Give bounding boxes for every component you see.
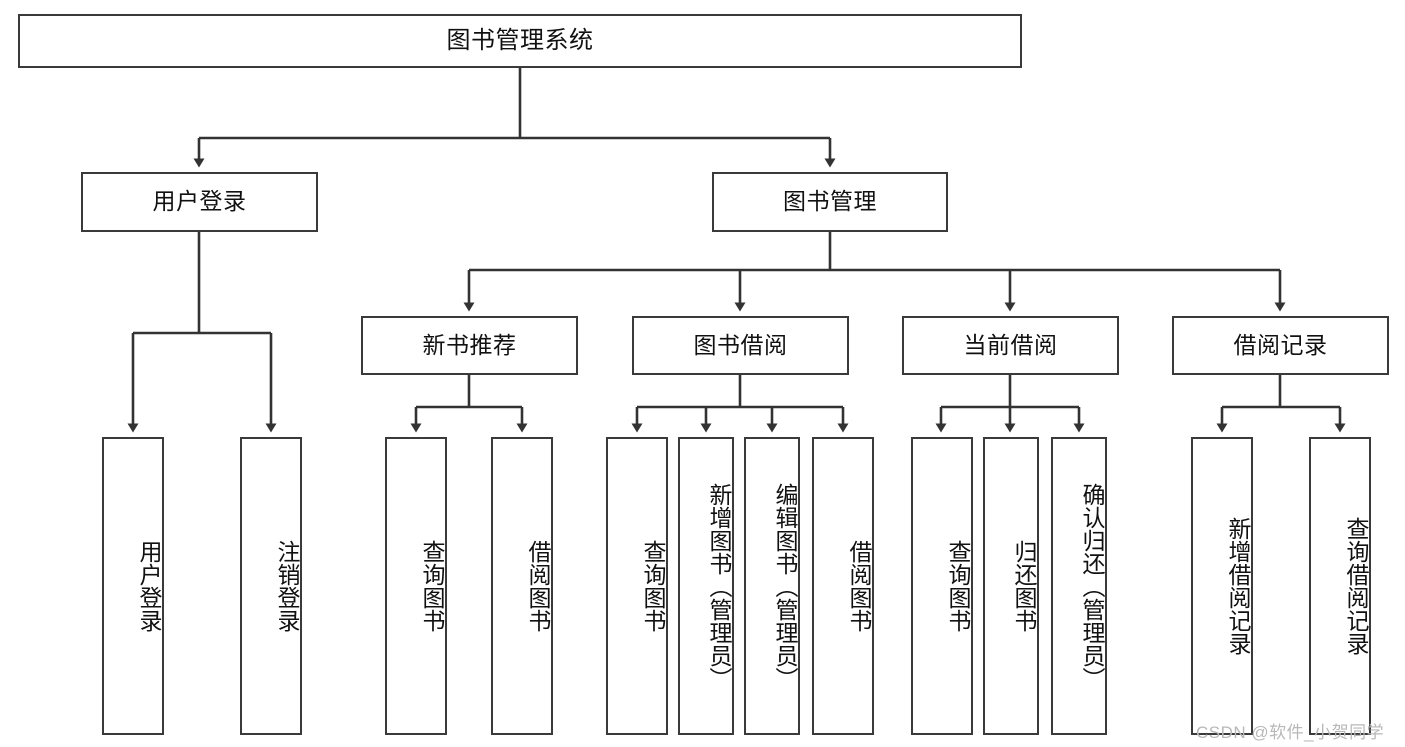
leaf-current-borrow-query[interactable]: 查询图书 xyxy=(911,437,973,735)
node-user-login[interactable]: 用户登录 xyxy=(81,172,318,232)
node-label: 借阅图书 xyxy=(846,540,872,632)
node-label: 图书管理系统 xyxy=(446,26,594,54)
node-label: 当前借阅 xyxy=(963,331,1058,358)
node-label: 新增借阅记录 xyxy=(1225,517,1251,655)
leaf-new-book-borrow[interactable]: 借阅图书 xyxy=(491,437,553,735)
node-label: 新增图书（管理员） xyxy=(706,482,732,690)
node-root-system[interactable]: 图书管理系统 xyxy=(18,14,1022,68)
leaf-current-borrow-confirm[interactable]: 确认归还（管理员） xyxy=(1051,437,1107,735)
node-label: 归还图书 xyxy=(1011,540,1037,632)
node-book-borrow[interactable]: 图书借阅 xyxy=(632,316,849,375)
leaf-book-borrow-query[interactable]: 查询图书 xyxy=(606,437,668,735)
leaf-user-login-logout[interactable]: 注销登录 xyxy=(240,437,302,735)
leaf-current-borrow-return[interactable]: 归还图书 xyxy=(983,437,1039,735)
node-label: 查询图书 xyxy=(945,540,971,632)
node-label: 注销登录 xyxy=(274,540,300,632)
leaf-book-borrow-lend[interactable]: 借阅图书 xyxy=(812,437,874,735)
leaf-borrow-record-query[interactable]: 查询借阅记录 xyxy=(1309,437,1371,735)
node-label: 查询借阅记录 xyxy=(1343,517,1369,655)
leaf-book-borrow-edit[interactable]: 编辑图书（管理员） xyxy=(744,437,800,735)
node-label: 用户登录 xyxy=(152,188,247,215)
node-label: 用户登录 xyxy=(136,540,162,632)
node-book-management[interactable]: 图书管理 xyxy=(712,172,948,232)
node-label: 新书推荐 xyxy=(422,331,517,358)
leaf-borrow-record-add[interactable]: 新增借阅记录 xyxy=(1191,437,1253,735)
leaf-book-borrow-add[interactable]: 新增图书（管理员） xyxy=(678,437,734,735)
node-new-book-recommend[interactable]: 新书推荐 xyxy=(361,316,578,375)
node-label: 图书借阅 xyxy=(693,331,788,358)
leaf-new-book-query[interactable]: 查询图书 xyxy=(385,437,447,735)
node-label: 确认归还（管理员） xyxy=(1079,482,1105,690)
node-label: 图书管理 xyxy=(783,188,877,215)
node-label: 查询图书 xyxy=(640,540,666,632)
node-current-borrow[interactable]: 当前借阅 xyxy=(902,316,1119,375)
node-label: 借阅记录 xyxy=(1233,331,1328,358)
leaf-user-login-login[interactable]: 用户登录 xyxy=(102,437,164,735)
node-label: 借阅图书 xyxy=(525,540,551,632)
node-label: 查询图书 xyxy=(419,540,445,632)
node-label: 编辑图书（管理员） xyxy=(772,482,798,690)
node-borrow-record[interactable]: 借阅记录 xyxy=(1172,316,1389,375)
